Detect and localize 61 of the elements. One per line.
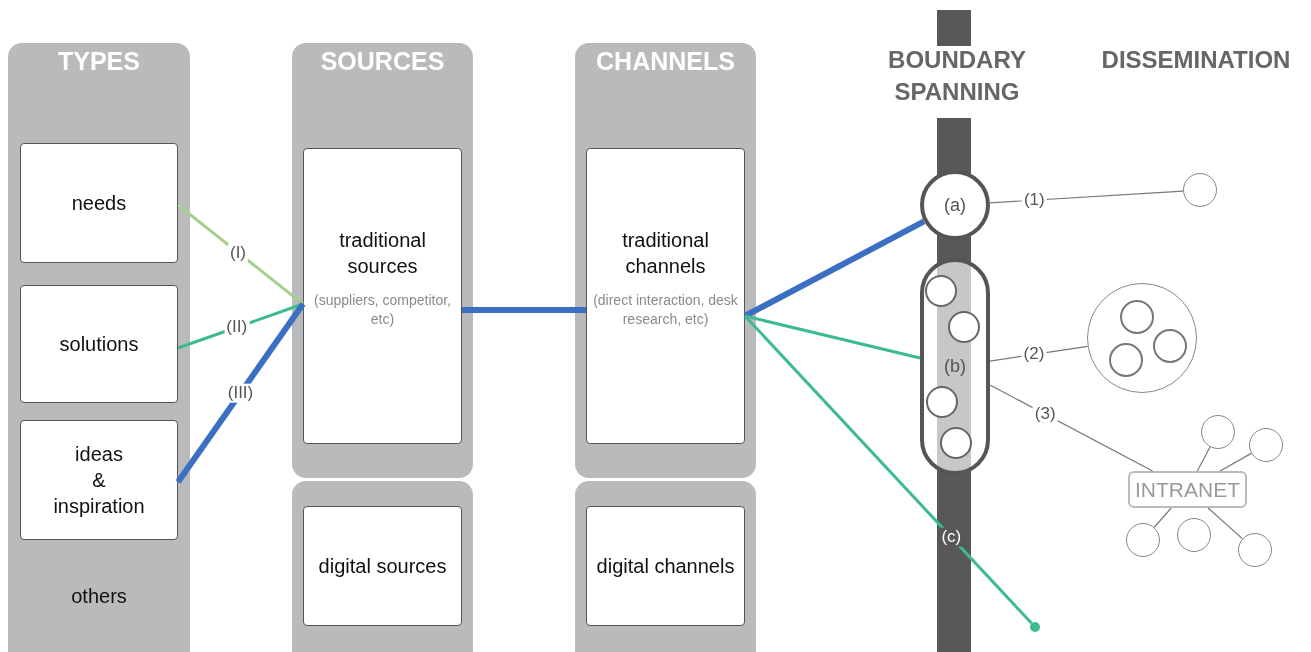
category-label: others [70, 585, 128, 608]
connector-line [177, 203, 304, 306]
column-heading: SOURCES [319, 47, 446, 76]
connector-line [743, 218, 926, 319]
card-title: needs [71, 191, 127, 216]
column-panel [292, 43, 473, 478]
column-panel [8, 43, 190, 652]
category-card [586, 506, 745, 626]
category-card [303, 506, 462, 626]
network-hub-box [1128, 471, 1247, 508]
connector-line [462, 307, 586, 313]
circle [1126, 523, 1160, 557]
category-card [20, 285, 178, 403]
section-heading: BOUNDARY SPANNING [887, 45, 1027, 108]
edge-label: (I) [228, 243, 248, 262]
end-dot [1030, 622, 1040, 632]
circle [926, 386, 958, 418]
connector-line [1219, 452, 1252, 472]
connector-line [743, 314, 1033, 625]
card-title: ideas & inspiration [52, 442, 146, 519]
column-panel [575, 481, 756, 652]
card-title: traditional sources [338, 228, 427, 279]
card-title: digital sources [318, 554, 447, 579]
circle [1201, 415, 1235, 449]
hub-label: INTRANET [1135, 477, 1240, 502]
circle [1109, 343, 1143, 377]
card-note: (suppliers, competitor, etc) [313, 291, 452, 329]
circle [1183, 173, 1217, 207]
edge-label: (c) [939, 527, 964, 547]
column-panel [292, 481, 473, 652]
edge-label: (3) [1032, 404, 1058, 424]
connector-line [1153, 507, 1172, 528]
circle [948, 311, 980, 343]
circle-label: (a) [944, 194, 966, 216]
connector-line [744, 314, 921, 360]
connector-line [175, 302, 306, 484]
capsule-label: (b) [944, 356, 966, 377]
category-card [20, 143, 178, 263]
circle [940, 427, 972, 459]
card-title: digital channels [596, 554, 735, 579]
card-title: traditional channels [621, 228, 710, 279]
card-title: solutions [59, 332, 139, 357]
edge-label: (III) [225, 383, 256, 403]
circle [1177, 518, 1211, 552]
edge-label: (II) [224, 317, 250, 337]
circle [1120, 300, 1154, 334]
column-heading: CHANNELS [595, 47, 736, 76]
section-heading: DISSEMINATION [1100, 45, 1292, 75]
card-note: (direct interaction, desk research, etc) [592, 291, 739, 329]
circle [1153, 329, 1187, 363]
category-card [20, 420, 178, 540]
edge-label: (2) [1021, 345, 1047, 364]
category-card [303, 148, 462, 444]
category-card [586, 148, 745, 444]
circle [1249, 428, 1283, 462]
circle [1238, 533, 1272, 567]
column-heading: TYPES [57, 47, 141, 76]
column-panel [575, 43, 756, 478]
circle [925, 275, 957, 307]
connector-line [1196, 446, 1211, 472]
edge-label: (1) [1021, 190, 1047, 210]
